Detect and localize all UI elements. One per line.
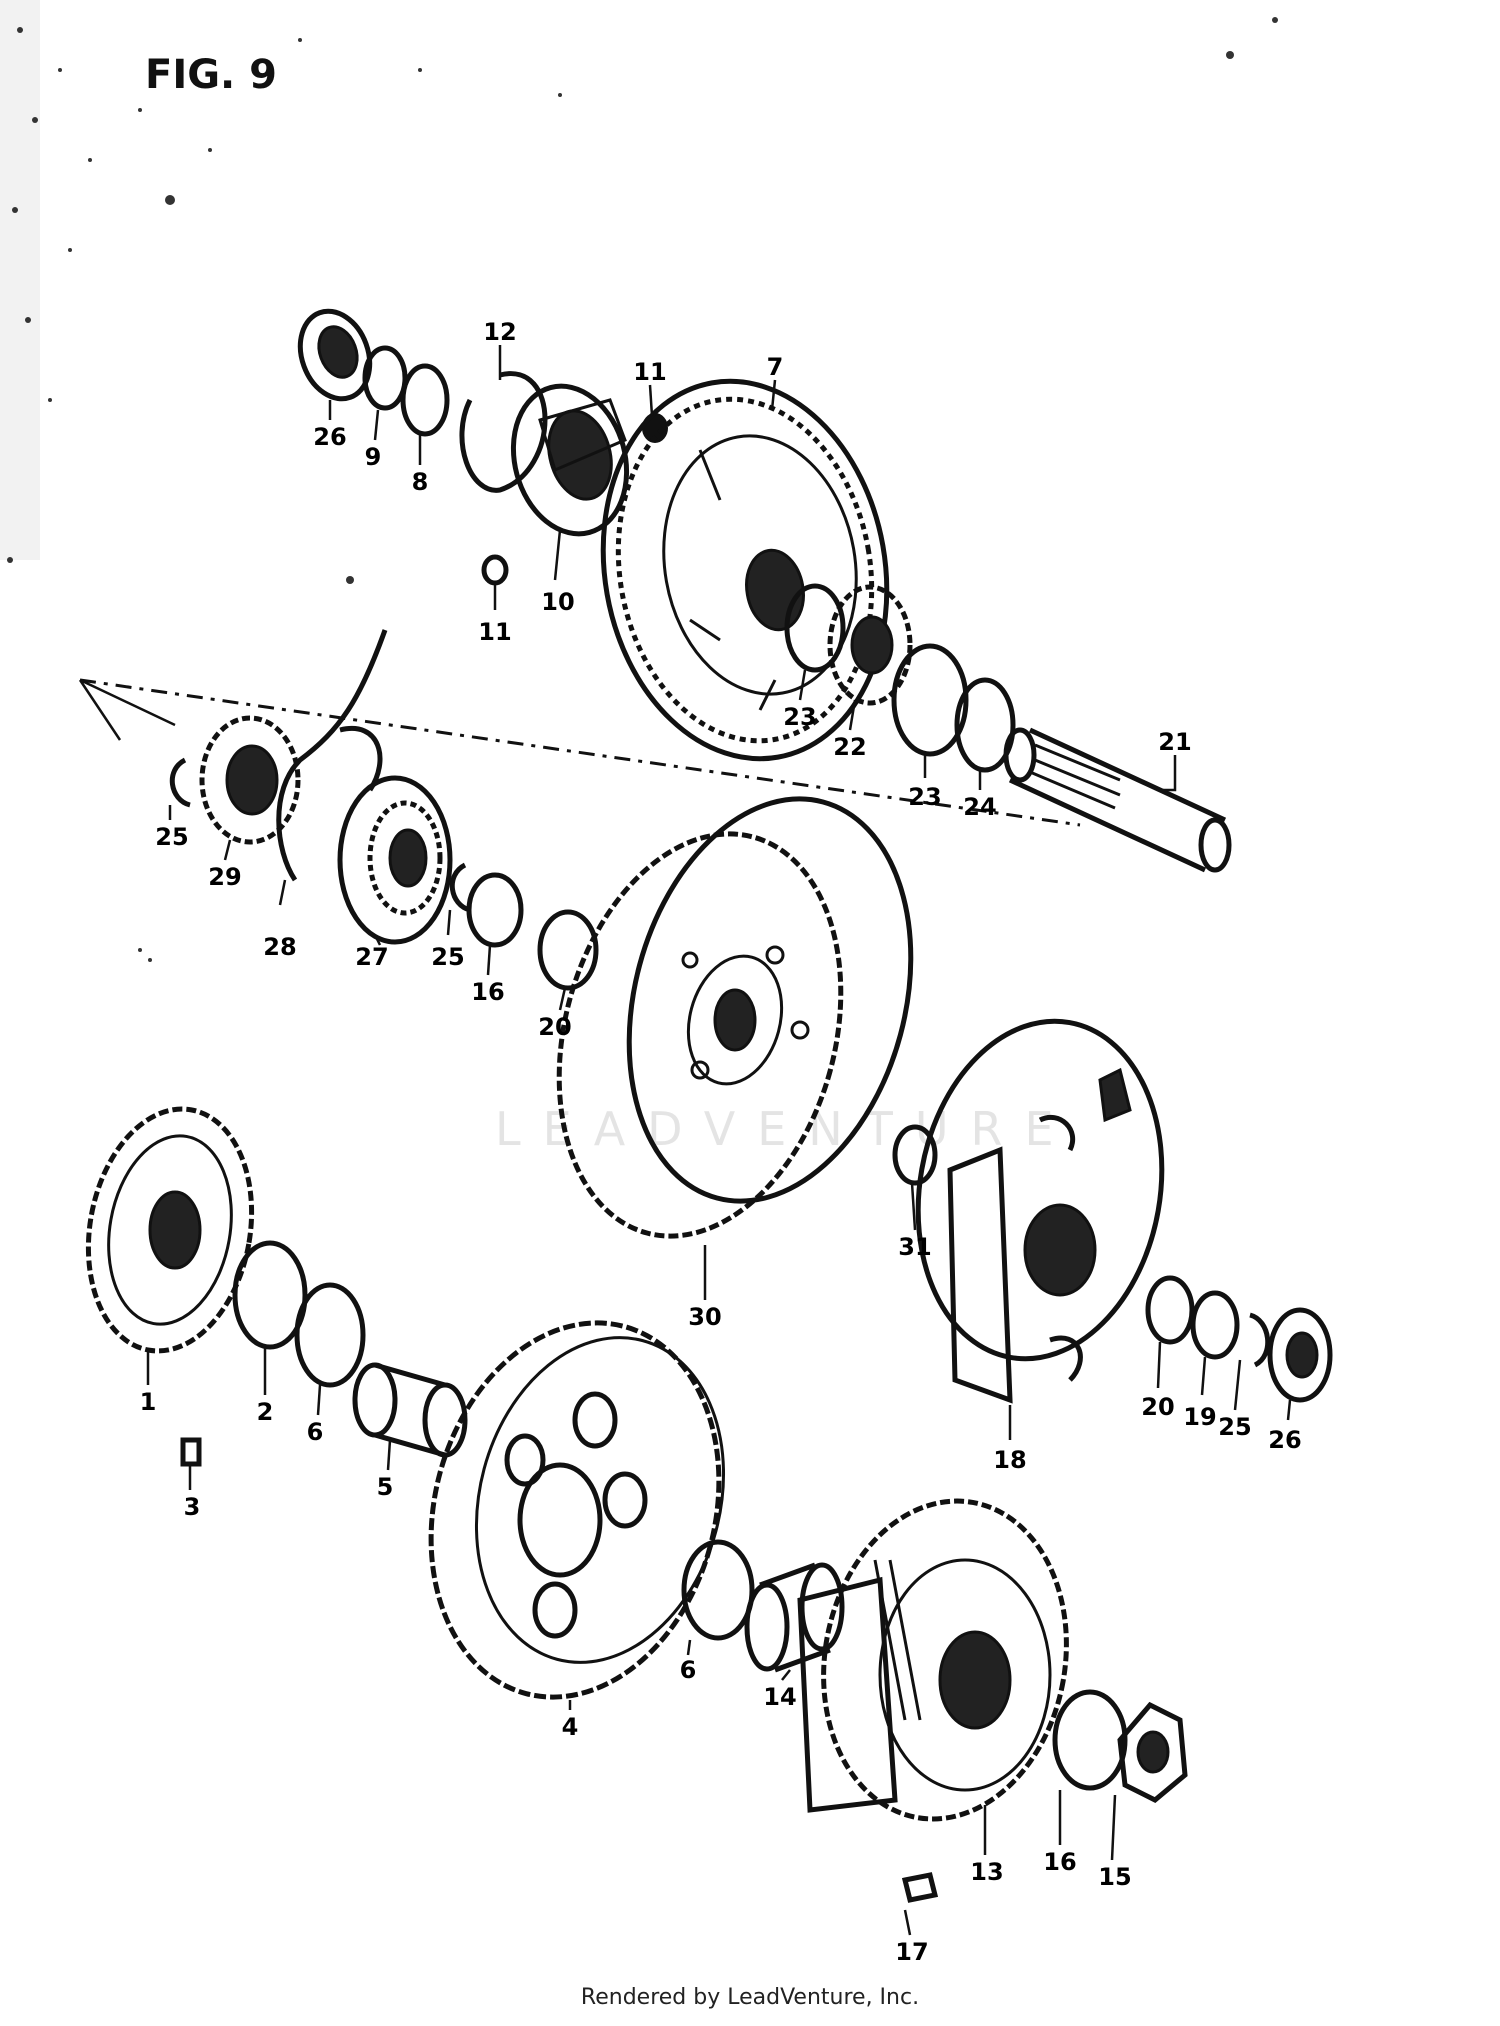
- callout-21: 21: [1158, 728, 1191, 756]
- part-18-clutch-shoe: [915, 1018, 1165, 1404]
- part-16-washer-upper: [466, 872, 524, 948]
- part-3-key: [180, 1437, 202, 1467]
- part-15-nut: [1117, 1701, 1188, 1803]
- part-14-bushing: [744, 1562, 845, 1673]
- callout-28: 28: [263, 933, 296, 961]
- part-2-washer: [232, 1240, 308, 1350]
- callout-12: 12: [483, 318, 516, 346]
- part-22-sprocket: [827, 584, 913, 706]
- axis-leader: [78, 678, 176, 741]
- callout-13: 13: [970, 1858, 1003, 1886]
- callout-7: 7: [767, 353, 784, 381]
- callout-3: 3: [184, 1493, 201, 1521]
- callout-22: 22: [833, 733, 866, 761]
- callout-11-upper: 11: [633, 358, 666, 386]
- part-25-circlip-right: [1249, 1312, 1271, 1368]
- watermark-text: LEADVENTURE: [495, 1102, 1076, 1156]
- callout-25-left: 25: [155, 823, 188, 851]
- axis-line: [79, 678, 1081, 827]
- part-6-washer-left: [294, 1282, 366, 1388]
- part-16-washer-lower: [1052, 1689, 1128, 1791]
- part-27-ratchet: [337, 775, 453, 945]
- callout-numbers: 26 9 8 12 11 11 10 7 23 22 23 24 21 25 2…: [140, 318, 1302, 1966]
- part-6-washer-right: [681, 1539, 755, 1641]
- callout-6-left: 6: [307, 1418, 324, 1446]
- callout-2: 2: [257, 1398, 274, 1426]
- callout-31: 31: [898, 1233, 931, 1261]
- callout-14: 14: [763, 1683, 796, 1711]
- part-21-shaft: [1003, 727, 1232, 873]
- callout-15: 15: [1098, 1863, 1131, 1891]
- part-31-circlip: [892, 1124, 938, 1186]
- part-20-washer-upper: [537, 909, 599, 991]
- part-25-circlip-mid: [449, 862, 471, 913]
- part-29-kick-gear: [199, 715, 301, 845]
- scan-noise: [0, 0, 1278, 962]
- callout-27: 27: [355, 943, 388, 971]
- part-5-bushing: [352, 1362, 468, 1458]
- callout-9: 9: [365, 443, 382, 471]
- callout-23-a: 23: [783, 703, 816, 731]
- callout-8: 8: [412, 468, 429, 496]
- part-8-washer: [400, 363, 450, 437]
- callout-16-lower: 16: [1043, 1848, 1076, 1876]
- part-9-washer: [362, 345, 408, 411]
- part-25-circlip-left: [169, 757, 191, 808]
- callout-25-right: 25: [1218, 1413, 1251, 1441]
- callout-20-right: 20: [1141, 1393, 1174, 1421]
- callout-19: 19: [1183, 1403, 1216, 1431]
- figure-label: FIG. 9: [145, 52, 277, 98]
- callout-1: 1: [140, 1388, 157, 1416]
- callout-11-lower: 11: [478, 618, 511, 646]
- callout-10: 10: [541, 588, 574, 616]
- part-28-spring: [276, 629, 388, 882]
- callout-20-upper: 20: [538, 1013, 571, 1041]
- part-11-pin-lower: [481, 554, 509, 586]
- callout-16-upper: 16: [471, 978, 504, 1006]
- part-19-washer: [1190, 1290, 1240, 1360]
- callout-26-upper: 26: [313, 423, 346, 451]
- part-4-drum: [428, 1320, 726, 1700]
- callout-17: 17: [895, 1938, 928, 1966]
- part-13-driven-gear: [797, 1498, 1069, 1822]
- part-12-circlip: [459, 371, 548, 493]
- part-23-washer-b: [891, 643, 969, 757]
- part-23-washer-a: [784, 583, 846, 673]
- part-30-clutch-drum: [556, 796, 914, 1239]
- callout-6-right: 6: [680, 1656, 697, 1684]
- callout-30: 30: [688, 1303, 721, 1331]
- callout-18: 18: [993, 1446, 1026, 1474]
- callout-5: 5: [377, 1473, 394, 1501]
- callout-24: 24: [963, 793, 996, 821]
- part-10-hub: [510, 383, 630, 537]
- footer-credit: Rendered by LeadVenture, Inc.: [580, 1985, 920, 2010]
- part-26-bearing-right: [1267, 1307, 1333, 1403]
- callout-4: 4: [562, 1713, 579, 1741]
- part-17-key: [901, 1872, 939, 1903]
- part-7-large-gear: [600, 378, 890, 762]
- callout-23-b: 23: [908, 783, 941, 811]
- part-24-washer: [954, 677, 1016, 773]
- callout-26-right: 26: [1268, 1426, 1301, 1454]
- part-20-washer-right: [1145, 1275, 1195, 1345]
- leader-lines: [146, 345, 1292, 1936]
- callout-29: 29: [208, 863, 241, 891]
- part-26-bearing-upper: [297, 308, 373, 402]
- callout-25-mid: 25: [431, 943, 464, 971]
